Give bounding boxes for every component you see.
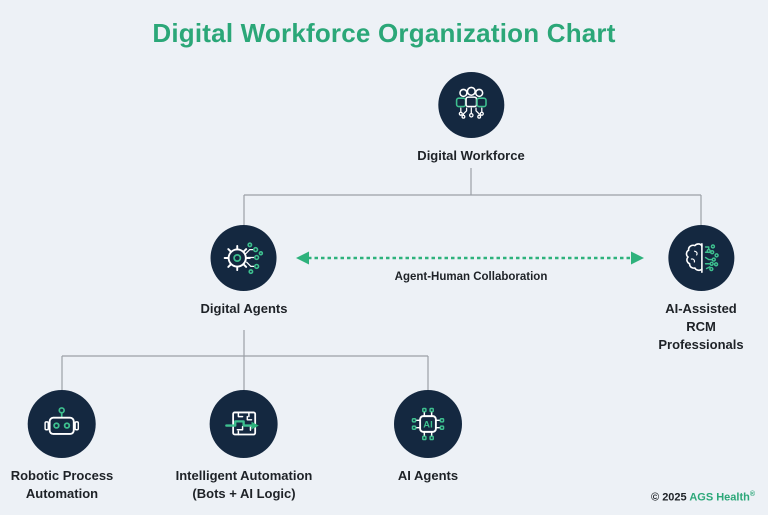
- node-circle: [437, 72, 504, 138]
- node-ai-assisted-rcm: AI-Assisted RCM Professionals: [658, 225, 744, 354]
- node-label: Robotic Process Automation: [10, 468, 114, 501]
- node-circle: [667, 225, 734, 291]
- ai-chip-icon: AI: [411, 407, 445, 441]
- arrowhead-right-icon: [631, 251, 644, 265]
- node-robotic-process-automation: Robotic Process Automation: [10, 390, 114, 503]
- people-network-icon: [455, 86, 487, 119]
- brand-name: AGS Health: [689, 492, 750, 504]
- node-digital-workforce: Digital Workforce: [417, 72, 525, 165]
- node-ai-agents: AI AI Agents: [394, 390, 462, 485]
- collaboration-arrow: [296, 251, 644, 265]
- maze-arrow-icon: [225, 411, 260, 436]
- gear-circuit-icon: [224, 242, 264, 275]
- robot-icon: [44, 407, 80, 435]
- node-circle: AI: [394, 390, 462, 458]
- node-circle: [210, 225, 277, 291]
- node-label: AI Agents: [397, 468, 459, 483]
- page-title: Digital Workforce Organization Chart: [152, 18, 616, 48]
- node-circle: [28, 390, 96, 458]
- maze-arrowhead: [251, 421, 260, 430]
- copyright-year: © 2025: [651, 492, 690, 504]
- arrowhead-left-icon: [296, 251, 309, 265]
- node-digital-agents: Digital Agents: [200, 225, 288, 318]
- brain-circuit-icon: [685, 243, 719, 273]
- copyright-notice: © 2025 AGS Health®: [651, 491, 755, 504]
- node-intelligent-automation: Intelligent Automation (Bots + AI Logic): [175, 390, 313, 503]
- collaboration-label: Agent-Human Collaboration: [394, 271, 548, 283]
- trademark-symbol: ®: [749, 491, 755, 499]
- node-circle: [209, 390, 278, 458]
- node-label: AI-Assisted RCM Professionals: [658, 301, 744, 352]
- node-label: Intelligent Automation (Bots + AI Logic): [175, 468, 313, 501]
- node-label: Digital Workforce: [417, 148, 525, 163]
- ai-chip-text: AI: [423, 420, 432, 431]
- node-label: Digital Agents: [200, 301, 288, 316]
